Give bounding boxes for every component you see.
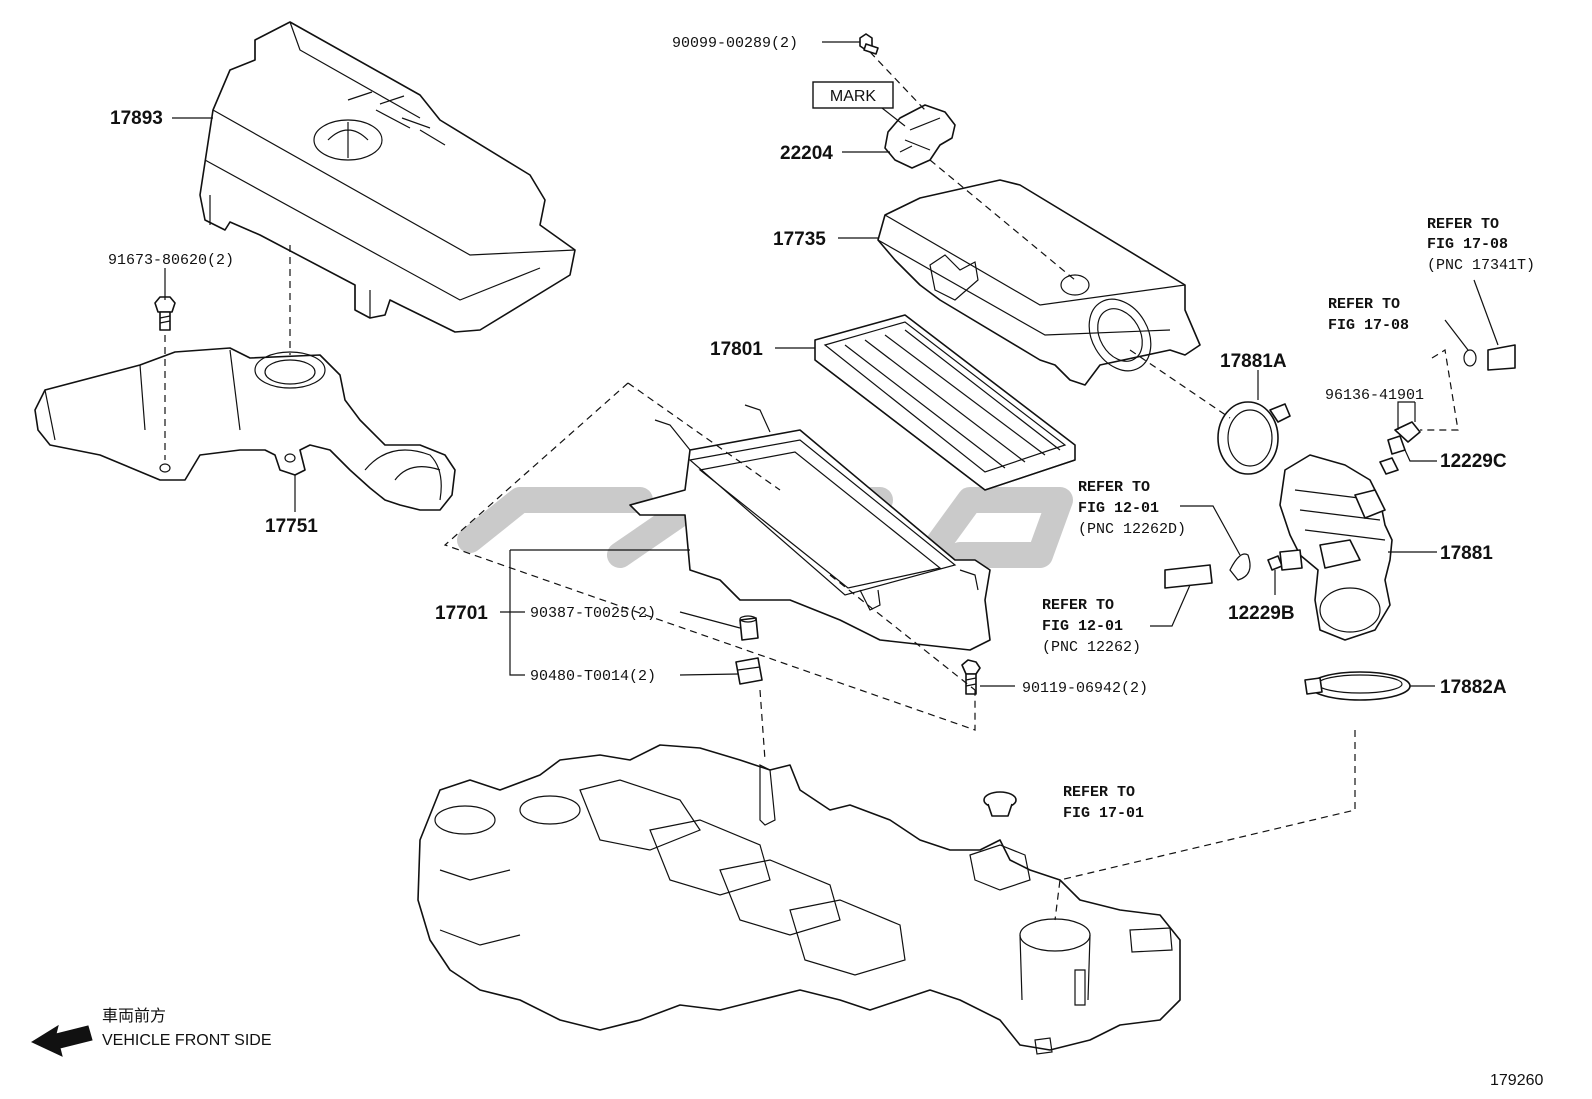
airflow-sensor-22204[interactable] <box>884 104 956 169</box>
ref-fig-12-01-pnc-12262[interactable]: REFER TO FIG 12-01 (PNC 12262) <box>1042 597 1141 656</box>
screw-90099[interactable] <box>859 33 879 55</box>
ref-line: FIG 17-08 <box>1427 236 1508 253</box>
leader-lines <box>164 41 1499 687</box>
intake-hose-17881[interactable] <box>1279 454 1393 641</box>
label-17751[interactable]: 17751 <box>265 516 318 537</box>
ref-line: REFER TO <box>1427 216 1499 233</box>
label-17801[interactable]: 17801 <box>710 339 763 360</box>
label-91673[interactable]: 91673-80620(2) <box>108 252 234 269</box>
ref-line: REFER TO <box>1078 479 1150 496</box>
hose-clamp-17881A[interactable] <box>1217 401 1291 475</box>
direction-en: VEHICLE FRONT SIDE <box>102 1032 272 1049</box>
label-90119[interactable]: 90119-06942(2) <box>1022 680 1148 697</box>
hose-17341t <box>1463 344 1516 371</box>
ref-fig-12-01-pnc-12262d[interactable]: REFER TO FIG 12-01 (PNC 12262D) <box>1078 479 1186 538</box>
label-96136[interactable]: 96136-41901 <box>1325 387 1424 404</box>
label-90480[interactable]: 90480-T0014(2) <box>530 668 656 685</box>
ref-line: FIG 12-01 <box>1042 618 1123 635</box>
grommet-fig-17-01 <box>983 791 1017 817</box>
label-17735[interactable]: 17735 <box>773 229 826 250</box>
label-17882A[interactable]: 17882A <box>1440 677 1507 698</box>
hose-fitting-12229B[interactable] <box>1267 549 1303 571</box>
bolt-90119[interactable] <box>961 659 981 695</box>
grommet-90480[interactable] <box>735 657 763 685</box>
ref-line: FIG 17-08 <box>1328 317 1409 334</box>
hose-fitting-12229C[interactable] <box>1387 421 1421 455</box>
front-direction-indicator: 車両前方 VEHICLE FRONT SIDE <box>30 1007 272 1057</box>
air-filter-17801[interactable] <box>814 314 1076 491</box>
label-90099[interactable]: 90099-00289(2) <box>672 35 798 52</box>
ref-line: FIG 12-01 <box>1078 500 1159 517</box>
clip-96136[interactable] <box>1379 457 1399 475</box>
arrow-left-icon <box>30 1024 93 1057</box>
hose-12262D <box>1229 553 1251 581</box>
label-12229B[interactable]: 12229B <box>1228 603 1295 624</box>
ref-line: FIG 17-01 <box>1063 805 1144 822</box>
label-22204[interactable]: 22204 <box>780 143 833 164</box>
mark-box <box>812 81 894 109</box>
air-cleaner-cap-17735[interactable] <box>877 179 1201 386</box>
collar-90387[interactable] <box>739 615 759 641</box>
ref-line: REFER TO <box>1063 784 1135 801</box>
assembly-lines <box>164 51 1459 921</box>
label-12229C[interactable]: 12229C <box>1440 451 1507 472</box>
engine-cover-17893[interactable] <box>199 21 576 333</box>
intake-duct-17751[interactable] <box>34 347 456 511</box>
label-90387[interactable]: 90387-T0025(2) <box>530 605 656 622</box>
ref-line: (PNC 12262D) <box>1078 521 1186 538</box>
engine-block <box>417 744 1181 1055</box>
ref-fig-17-01[interactable]: REFER TO FIG 17-01 <box>1063 784 1144 822</box>
ref-line: (PNC 17341T) <box>1427 257 1535 274</box>
mark-label: MARK <box>830 88 877 105</box>
ref-line: REFER TO <box>1042 597 1114 614</box>
label-17893[interactable]: 17893 <box>110 108 163 129</box>
ref-fig-17-08[interactable]: REFER TO FIG 17-08 <box>1328 296 1409 334</box>
bolt-91673[interactable] <box>154 296 176 331</box>
air-cleaner-case-17701[interactable] <box>629 404 991 651</box>
hose-clamp-17882A[interactable] <box>1304 671 1411 701</box>
label-17881[interactable]: 17881 <box>1440 543 1493 564</box>
label-17701[interactable]: 17701 <box>435 603 488 624</box>
label-17881A[interactable]: 17881A <box>1220 351 1287 372</box>
hose-12262 <box>1164 564 1213 589</box>
figure-number: 179260 <box>1490 1072 1543 1089</box>
ref-fig-17-08-pnc[interactable]: REFER TO FIG 17-08 (PNC 17341T) <box>1427 216 1535 274</box>
ref-line: REFER TO <box>1328 296 1400 313</box>
direction-jp: 車両前方 <box>102 1007 166 1025</box>
ref-line: (PNC 12262) <box>1042 639 1141 656</box>
